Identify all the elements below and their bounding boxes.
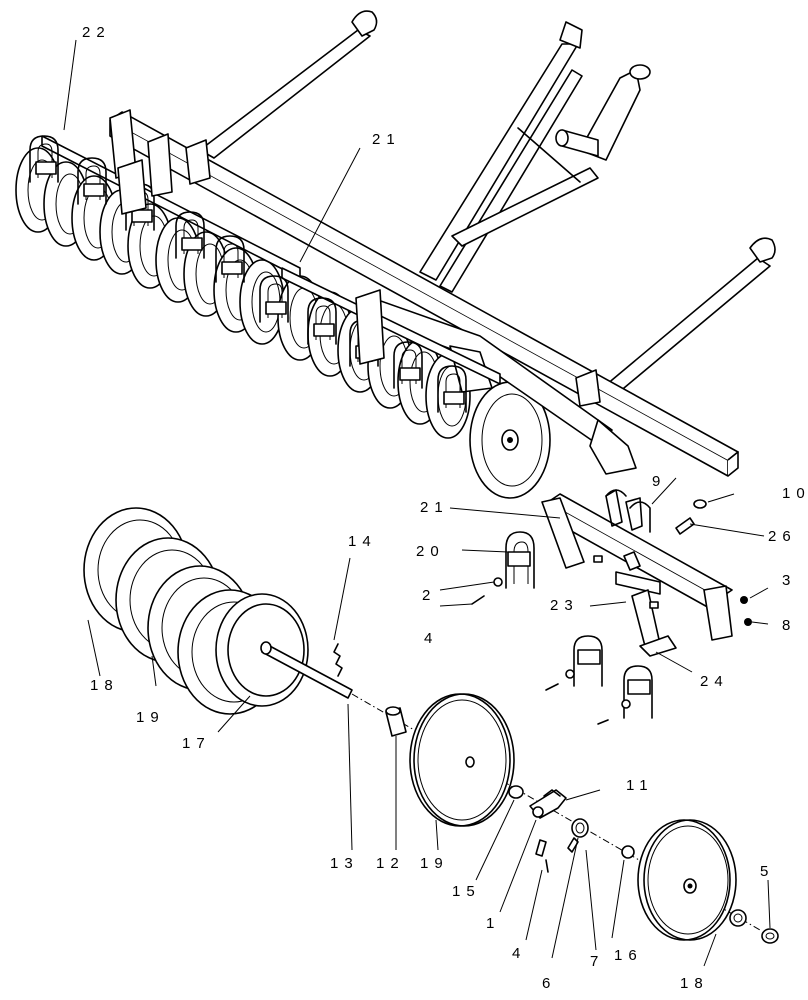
callout-21-lower: 21 (420, 499, 449, 516)
callout-1: 1 (486, 915, 500, 932)
callout-6: 6 (542, 975, 556, 992)
callout-14: 14 (348, 533, 377, 550)
exploded-axle-parts (351, 693, 779, 944)
callout-4-upper: 4 (424, 630, 438, 647)
callout-20: 20 (416, 543, 445, 560)
callout-5: 5 (760, 863, 774, 880)
callout-2: 2 (422, 587, 436, 604)
callout-23: 23 (550, 597, 579, 614)
callout-18-roller: 18 (90, 677, 119, 694)
callout-21-top: 21 (372, 131, 401, 148)
exploded-u-clamps (471, 531, 653, 725)
callout-11: 11 (626, 777, 654, 794)
frame-brackets (109, 109, 601, 407)
callout-26: 26 (768, 528, 797, 545)
callout-labels: 22 21 9 10 21 26 20 14 3 2 23 8 4 24 18 … (82, 24, 808, 992)
callout-17: 17 (182, 735, 211, 752)
callout-22: 22 (82, 24, 111, 41)
callout-19-wheel: 19 (420, 855, 449, 872)
callout-16: 16 (614, 947, 643, 964)
hitch-arms (199, 10, 776, 399)
callout-13: 13 (330, 855, 359, 872)
callout-12: 12 (376, 855, 405, 872)
callout-9: 9 (652, 473, 666, 490)
callout-10: 10 (782, 485, 808, 502)
callout-19-roller: 19 (136, 709, 165, 726)
exploded-roller-gang (83, 507, 353, 715)
callout-7: 7 (590, 953, 604, 970)
callout-8: 8 (782, 617, 796, 634)
right-roller-gang (277, 275, 551, 499)
leader-lines (63, 39, 771, 967)
callout-4-lower: 4 (512, 945, 526, 962)
main-frame (109, 111, 739, 477)
callout-3: 3 (782, 572, 796, 589)
callout-15: 15 (452, 883, 481, 900)
assembled-roller-implement (15, 10, 776, 499)
exploded-gang-frame (541, 489, 752, 657)
callout-18-wheel: 18 (680, 975, 709, 992)
callout-24: 24 (700, 673, 729, 690)
